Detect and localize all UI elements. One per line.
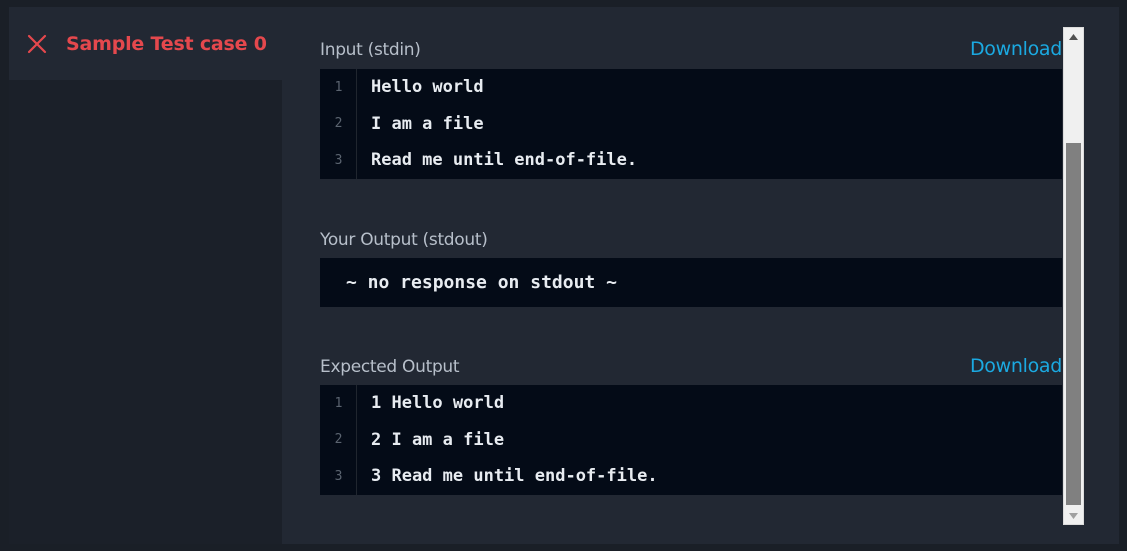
test-results-panel: Sample Test case 0 Input (stdin) Downloa… [9, 7, 1119, 544]
input-download-link[interactable]: Download [969, 38, 1062, 60]
line-number: 2 [334, 432, 343, 448]
line-text: 3 Read me until end-of-file. [371, 466, 658, 487]
testcase-label: Sample Test case 0 [66, 32, 267, 55]
scroll-down-arrow-icon[interactable] [1064, 507, 1083, 524]
line-number: 3 [334, 152, 343, 168]
code-line: 2 2 I am a file [320, 422, 1062, 459]
output-text: ~ no response on stdout ~ [346, 272, 617, 293]
line-text: 1 Hello world [371, 393, 505, 414]
close-icon[interactable] [27, 34, 47, 54]
scrollbar-thumb[interactable] [1066, 143, 1081, 505]
line-gutter [320, 69, 357, 179]
testcase-details: Input (stdin) Download 1 Hello world 2 I… [320, 7, 1062, 544]
line-number: 3 [334, 468, 343, 484]
line-text: Read me until end-of-file. [371, 150, 638, 171]
line-text: Hello world [371, 77, 484, 98]
code-line: 3 3 Read me until end-of-file. [320, 458, 1062, 495]
line-text: 2 I am a file [371, 429, 505, 450]
code-line: 1 Hello world [320, 69, 1062, 106]
output-title: Your Output (stdout) [320, 230, 488, 250]
code-line: 1 1 Hello world [320, 385, 1062, 422]
expected-code-block: 1 1 Hello world 2 2 I am a file 3 3 Read… [320, 385, 1062, 495]
vertical-scrollbar[interactable] [1063, 27, 1084, 525]
line-text: I am a file [371, 113, 484, 134]
testcase-sidebar: Sample Test case 0 [9, 7, 282, 544]
code-line: 3 Read me until end-of-file. [320, 142, 1062, 179]
output-block: ~ no response on stdout ~ [320, 258, 1062, 307]
testcase-tab[interactable]: Sample Test case 0 [9, 7, 282, 80]
input-code-block: 1 Hello world 2 I am a file 3 Read me un… [320, 69, 1062, 179]
line-number: 1 [334, 79, 343, 95]
scroll-up-arrow-icon[interactable] [1064, 28, 1083, 45]
line-gutter [320, 385, 357, 495]
expected-title: Expected Output [320, 357, 460, 377]
line-number: 2 [334, 116, 343, 132]
expected-download-link[interactable]: Download [969, 355, 1062, 377]
input-title: Input (stdin) [320, 40, 421, 60]
line-number: 1 [334, 395, 343, 411]
code-line: 2 I am a file [320, 106, 1062, 143]
